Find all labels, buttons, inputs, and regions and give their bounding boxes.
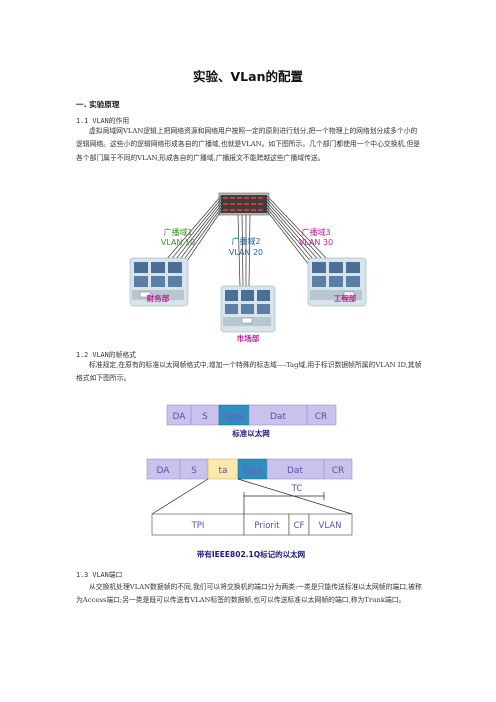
dept-finance-label: 财务部 xyxy=(146,293,170,303)
broadcast-domain-2-label: 广播域2 xyxy=(231,236,260,246)
tag-field-crc xyxy=(323,458,353,480)
right-cable-bundle xyxy=(266,195,329,271)
tag-expansion-lines xyxy=(151,478,353,515)
market-computers-icon xyxy=(220,285,276,333)
left-cable-bundle xyxy=(165,195,222,271)
std-field-da-text: DA xyxy=(173,412,187,422)
std-frame-caption: 标准以太网 xyxy=(231,428,270,438)
broadcast-domain-2-vlan: VLAN 20 xyxy=(229,248,263,257)
tag-field-type-text: Type xyxy=(241,466,263,476)
std-field-s-text: S xyxy=(202,412,208,422)
broadcast-domain-1-vlan: VLAN 10 xyxy=(161,238,195,247)
page-title: 实验、VLan的配置 xyxy=(193,69,303,84)
tag-field-tag-text: ta xyxy=(218,466,227,476)
broadcast-domain-3-label: 广播域3 xyxy=(301,227,330,237)
broadcast-domain-3-vlan: VLAN 30 xyxy=(299,238,333,247)
tag-detail-vlan xyxy=(308,513,353,536)
tag-detail-priority-text: Priorit xyxy=(254,521,280,531)
dept-market-label: 市场部 xyxy=(237,333,260,343)
dept-engineering-label: 工程部 xyxy=(334,293,357,303)
paragraph-vlan-ports: 从交换机处理VLAN数据帧的不同,我们可以将交换机的端口分为两类:一类是只能传送… xyxy=(76,583,422,605)
vlan-network-diagram: 广播域1 VLAN 10 广播域2 VLAN 20 广播域3 VLAN 30 财… xyxy=(129,192,367,343)
finance-computers-icon xyxy=(129,257,189,307)
std-field-type-text: Type xyxy=(223,412,245,422)
center-cable-bundle xyxy=(237,214,251,287)
std-field-crc xyxy=(306,404,337,426)
section-heading-principle: 一. 实验原理 xyxy=(76,100,120,109)
subsection-heading-vlan-purpose: 1.1 VLAN的作用 xyxy=(76,117,130,125)
tag-field-data-text: Dat xyxy=(287,466,303,476)
tag-field-s-text: S xyxy=(191,466,197,476)
broadcast-domain-1-label: 广播域1 xyxy=(163,227,192,237)
central-switch-icon xyxy=(218,192,270,216)
tag-field-crc-text: CR xyxy=(332,466,345,476)
paragraph-frame-format: 标准规定,在原有的标准以太网帧格式中,增加一个特殊的标志域----Tag域,用于… xyxy=(76,361,422,383)
subsection-heading-vlan-ports: 1.3 VLAN端口 xyxy=(76,571,123,579)
tc-label: TC xyxy=(291,484,303,494)
engineering-computers-icon xyxy=(307,257,367,307)
tagged-frame-caption: 带有IEEE802.1Q标记的以太网 xyxy=(197,549,306,559)
std-field-data-text: Dat xyxy=(270,412,286,422)
tag-detail-cfi-text: CF xyxy=(294,521,305,531)
paragraph-vlan-purpose: 虚拟局域网VLAN逻辑上把网络资源和网络用户按照一定的原则进行划分,把一个物理上… xyxy=(76,127,421,162)
tag-field-da-text: DA xyxy=(157,466,171,476)
tag-detail-tpid-text: TPI xyxy=(191,521,205,531)
subsection-heading-frame-format: 1.2 VLAN的帧格式 xyxy=(76,351,136,359)
std-field-crc-text: CR xyxy=(315,412,328,422)
tag-detail-vlan-text: VLAN xyxy=(319,521,342,531)
vlan-frame-format-diagram: DA S Type Dat CR 标准以太网 DA S ta Type Dat … xyxy=(146,404,353,559)
